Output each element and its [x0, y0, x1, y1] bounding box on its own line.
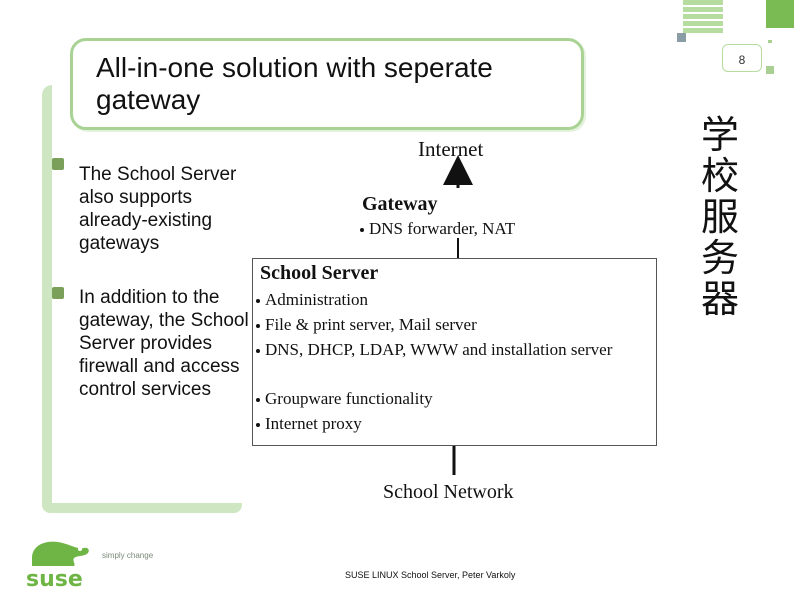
- decorative-square: [766, 66, 774, 74]
- school-server-heading: School Server: [260, 262, 379, 284]
- slide-title: All-in-one solution with seperate gatewa…: [96, 52, 493, 115]
- server-feature-item: Administration: [256, 288, 651, 313]
- decorative-green-square: [766, 0, 794, 28]
- decorative-stripes-icon: [683, 0, 723, 34]
- decorative-grey-square: [677, 33, 686, 42]
- bullet-dot-icon: [360, 228, 364, 233]
- slide-frame-bottom: [42, 503, 242, 513]
- school-network-label: School Network: [383, 481, 514, 503]
- svg-text:simply change: simply change: [102, 551, 154, 560]
- server-feature-item: Groupware functionality: [256, 387, 651, 412]
- bullet-dot-icon: [256, 398, 260, 403]
- gateway-item: DNS forwarder, NAT: [360, 219, 515, 239]
- server-feature-item: File & print server, Mail server: [256, 313, 651, 338]
- server-feature-item: Internet proxy: [256, 412, 651, 437]
- gecko-icon: [32, 541, 89, 566]
- bullet-icon: [52, 158, 64, 170]
- decorative-square: [768, 40, 772, 43]
- bullet-dot-icon: [256, 299, 260, 304]
- gateway-heading: Gateway: [362, 193, 438, 215]
- server-feature-item: DNS, DHCP, LDAP, WWW and installation se…: [256, 338, 651, 363]
- bullet-dot-icon: [256, 423, 260, 428]
- page-number-box: [722, 44, 762, 72]
- page-number: 8: [738, 53, 746, 67]
- suse-logo: suse simply change: [26, 541, 154, 588]
- slide-frame-left: [42, 85, 52, 513]
- internet-label: Internet: [418, 137, 484, 161]
- bullet-dot-icon: [256, 324, 260, 329]
- bullet-dot-icon: [256, 349, 260, 354]
- title-box: [70, 38, 584, 130]
- footer-text: SUSE LINUX School Server, Peter Varkoly: [345, 570, 516, 580]
- svg-text:suse: suse: [26, 567, 83, 588]
- school-server-box: [252, 258, 657, 446]
- chinese-title: 学校服务器: [700, 113, 739, 321]
- bullet-icon: [52, 287, 64, 299]
- bullet-item: In addition to the gateway, the School S…: [79, 287, 249, 400]
- bullet-item: The School Server also supports already-…: [79, 164, 237, 254]
